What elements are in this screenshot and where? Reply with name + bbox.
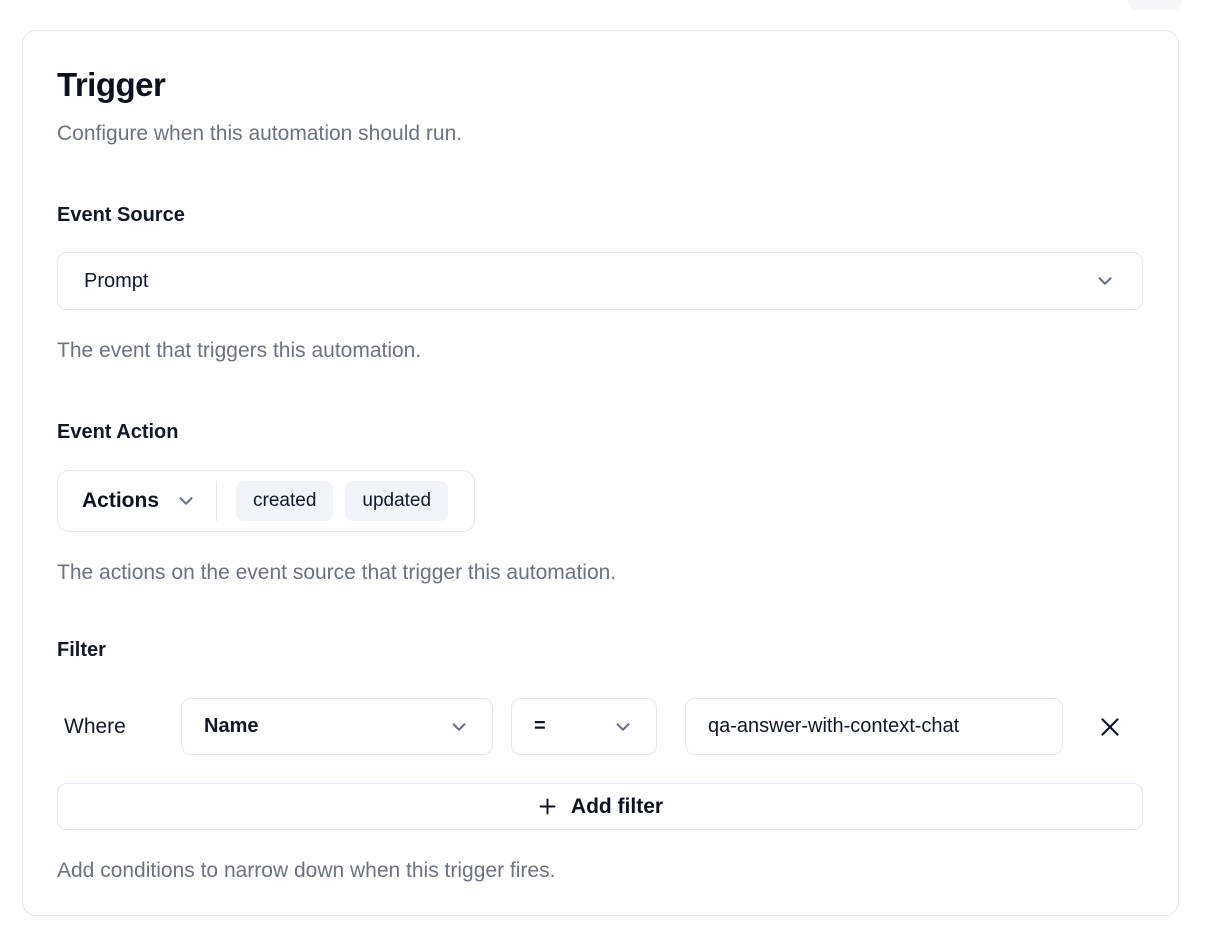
chevron-down-icon xyxy=(179,497,193,505)
event-source-selected-value: Prompt xyxy=(84,269,149,292)
filter-field-selected-value: Name xyxy=(204,715,259,737)
trigger-card: Trigger Configure when this automation s… xyxy=(22,30,1179,916)
event-source-label: Event Source xyxy=(57,204,185,226)
filter-operator-selected-value: = xyxy=(534,715,546,737)
chevron-down-icon xyxy=(452,722,466,731)
filter-label: Filter xyxy=(57,639,106,661)
filter-value-input[interactable] xyxy=(685,698,1063,755)
close-icon xyxy=(1101,717,1119,736)
page-title: Trigger xyxy=(57,66,166,103)
cropped-element-top-right xyxy=(1128,0,1182,10)
filter-operator-select[interactable]: = xyxy=(511,698,657,755)
event-action-helper: The actions on the event source that tri… xyxy=(57,561,617,584)
event-action-chips: created updated xyxy=(236,481,449,521)
event-action-dropdown[interactable]: Actions xyxy=(82,489,197,513)
filter-where-label: Where xyxy=(64,714,126,738)
filter-helper: Add conditions to narrow down when this … xyxy=(57,859,556,882)
filter-field-select[interactable]: Name xyxy=(181,698,493,755)
plus-icon xyxy=(539,798,556,815)
chevron-down-icon xyxy=(1098,277,1112,285)
filter-row: Where Name = xyxy=(57,698,1142,755)
chip-created[interactable]: created xyxy=(236,481,334,521)
event-action-box: Actions created updated xyxy=(57,470,476,532)
event-action-label: Event Action xyxy=(57,421,179,443)
event-source-select[interactable]: Prompt xyxy=(57,252,1143,310)
remove-filter-button[interactable] xyxy=(1093,710,1127,744)
divider xyxy=(216,481,218,521)
page-subtitle: Configure when this automation should ru… xyxy=(57,122,463,145)
event-action-dropdown-label: Actions xyxy=(82,489,160,512)
chip-updated[interactable]: updated xyxy=(345,481,449,521)
chevron-down-icon xyxy=(616,722,630,731)
add-filter-button[interactable]: Add filter xyxy=(57,783,1143,830)
event-source-helper: The event that triggers this automation. xyxy=(57,339,422,362)
add-filter-button-label: Add filter xyxy=(570,794,664,818)
